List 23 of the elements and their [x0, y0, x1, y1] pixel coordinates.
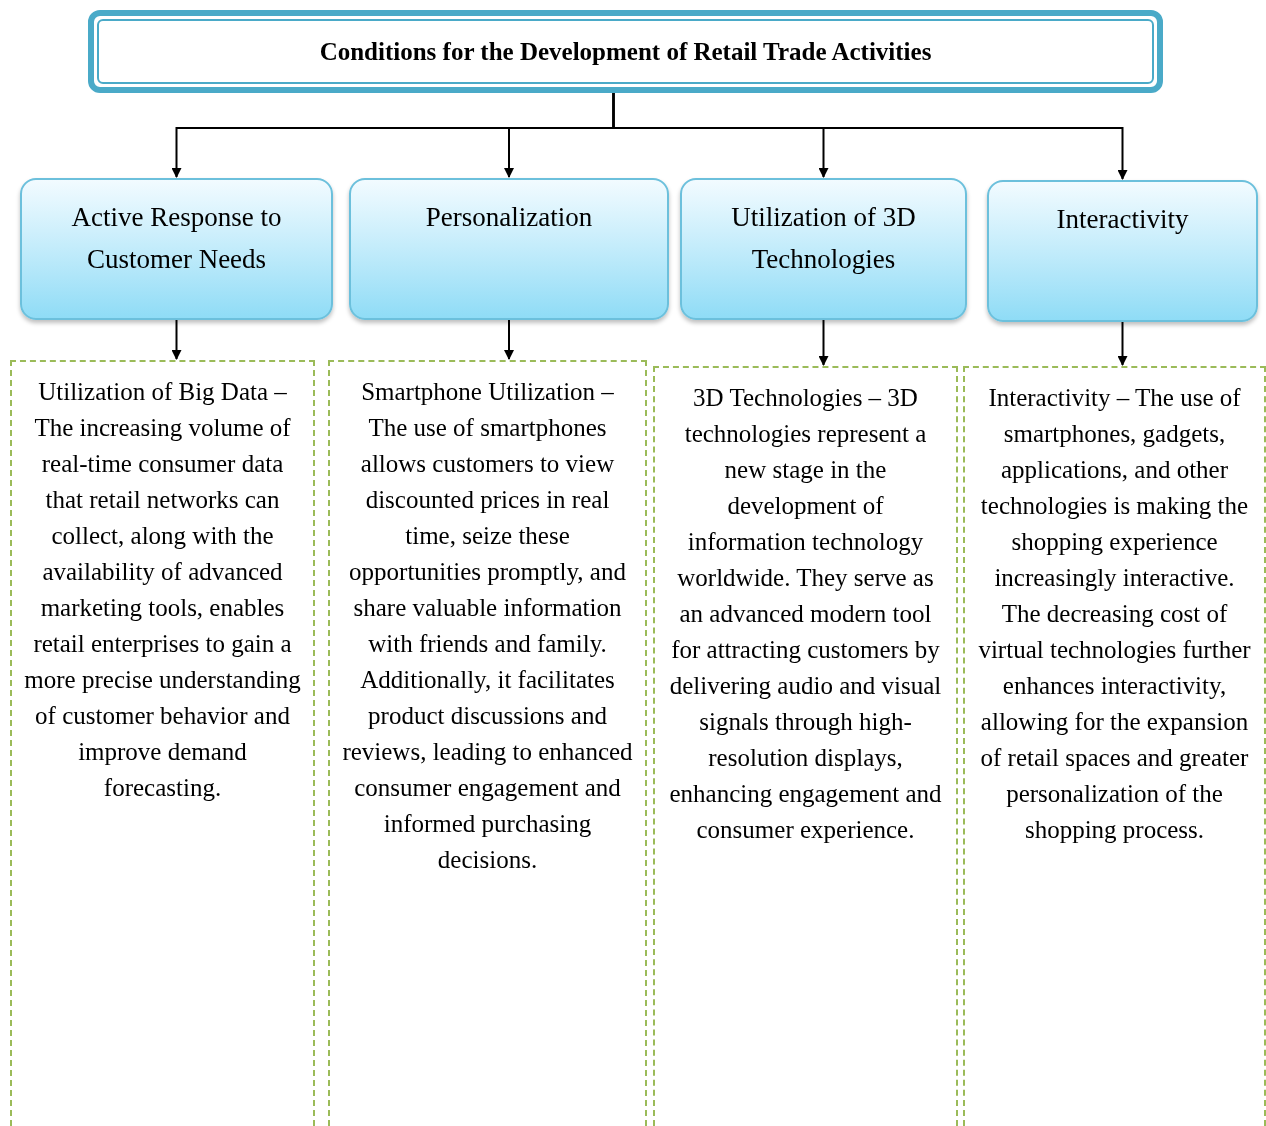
- category-box: [987, 180, 1258, 322]
- connector-arrow: [1117, 321, 1128, 366]
- description-text: 3D Technologies – 3D technologies represent a new stage in the development of information technology worldwide. They serve as an advanced modern tool for attracting customers by delivering audio and visual signals through high-resolution displays, enhancing engagement and consumer experience.: [668, 383, 943, 845]
- title-text: Conditions for the Development of Retail Trade Activities: [319, 36, 932, 67]
- description-panel: [963, 366, 1266, 1126]
- connector-arrow: [612, 92, 1128, 180]
- description-panel: [653, 366, 958, 1126]
- description-panel: [328, 360, 647, 1126]
- description-text: Smartphone Utilization – The use of smartphones allows customers to view discounted prices in real time, seize these opportunities promptly, and share valuable information with friends and family. Additionally, it facilitates product discussions and reviews, leading to enhanced consumer engagement and informed purchasing decisions.: [342, 377, 633, 875]
- connector-arrow: [504, 319, 514, 360]
- category-title: Active Response to Customer Needs: [70, 201, 283, 276]
- description-panel: [10, 360, 315, 1126]
- category-box: [680, 178, 967, 320]
- title-box: [88, 10, 1163, 93]
- connector-arrow: [818, 319, 829, 366]
- connector-arrow: [171, 319, 182, 360]
- category-box: [20, 178, 333, 320]
- description-text: Interactivity – The use of smartphones, gadgets, applications, and other technologies is making the shopping experience increasingly interactive. The decreasing cost of virtual technologies further enhances interactivity, allowing for the expansion of retail spaces and greater personalization of the shopping process.: [977, 383, 1252, 845]
- description-text: Utilization of Big Data – The increasing volume of real-time consumer data that retail networks can collect, along with the availability of advanced marketing tools, enables retail enterprises to gain a more precise understanding of customer behavior and improve demand forecasting.: [24, 377, 301, 803]
- category-title: Interactivity: [1056, 203, 1189, 236]
- category-title: Utilization of 3D Technologies: [730, 201, 917, 276]
- category-title: Personalization: [425, 201, 593, 234]
- category-box: [349, 178, 669, 320]
